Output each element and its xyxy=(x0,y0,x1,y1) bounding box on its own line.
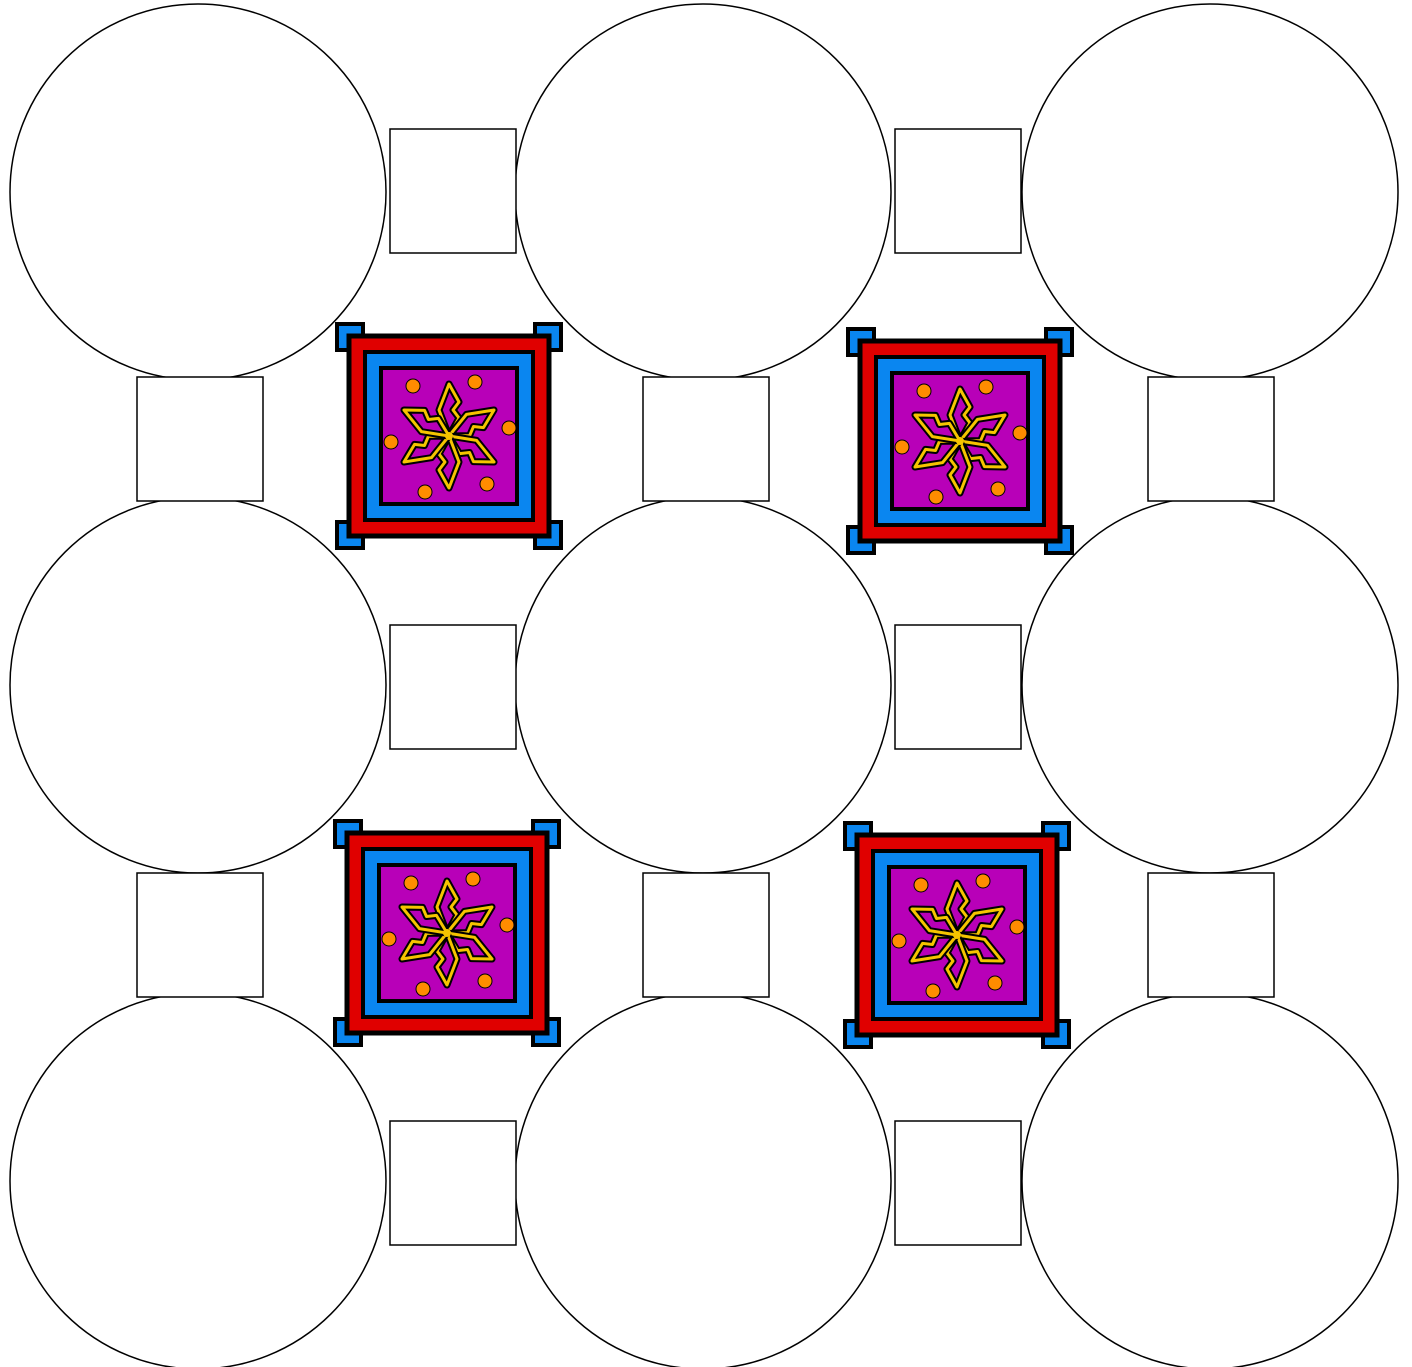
square-shape xyxy=(137,377,263,501)
circle-shape xyxy=(1022,4,1398,380)
circle-shape xyxy=(10,4,386,380)
circle-shape xyxy=(515,993,891,1367)
ornamental-star-tile xyxy=(335,821,559,1045)
square-shape xyxy=(390,129,516,253)
circle-shape xyxy=(10,993,386,1367)
circle-shape xyxy=(515,4,891,380)
ornamental-star-tile xyxy=(845,823,1069,1047)
square-shape xyxy=(137,873,263,997)
square-shape xyxy=(895,625,1021,749)
circle-shape xyxy=(515,497,891,873)
square-shape xyxy=(643,873,769,997)
ornamental-star-tile xyxy=(848,329,1072,553)
circle-shape xyxy=(1022,993,1398,1367)
square-shape xyxy=(1148,873,1274,997)
square-shape xyxy=(895,1121,1021,1245)
ornamental-star-tile xyxy=(337,324,561,548)
square-shape xyxy=(390,625,516,749)
circle-shape xyxy=(1022,497,1398,873)
circle-grid xyxy=(10,4,1398,1367)
square-shape xyxy=(1148,377,1274,501)
circle-shape xyxy=(10,497,386,873)
square-shape xyxy=(643,377,769,501)
square-shape xyxy=(390,1121,516,1245)
square-shape xyxy=(895,129,1021,253)
